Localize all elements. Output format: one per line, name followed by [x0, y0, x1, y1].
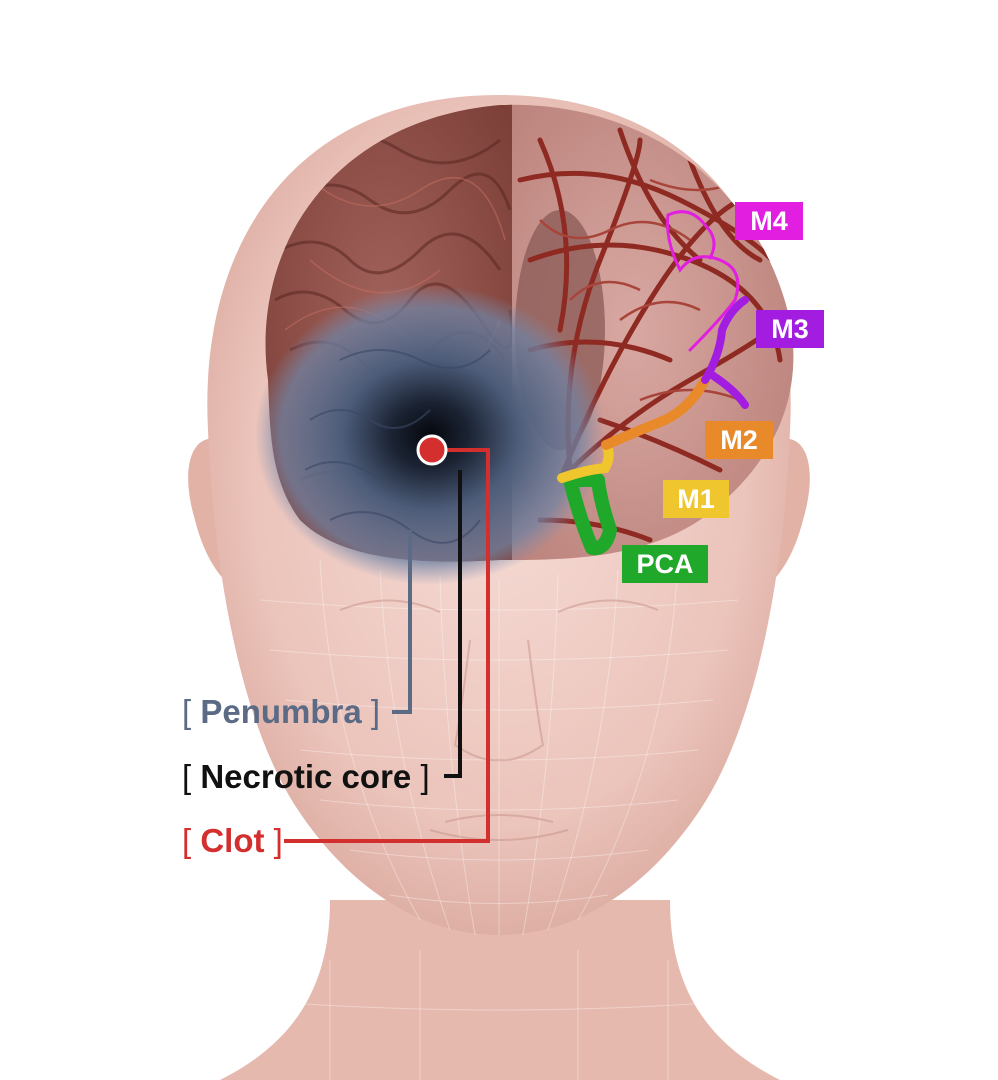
- bracket-close: ]: [370, 693, 381, 730]
- clot-text: Clot: [200, 822, 265, 859]
- m4-vessel: [666, 210, 740, 352]
- bracket-open: [: [182, 758, 192, 795]
- clot-leader: [284, 448, 490, 843]
- necrotic-legend: [ Necrotic core ]: [182, 757, 430, 797]
- necrotic-leader: [444, 470, 462, 778]
- m4-label: M4: [735, 202, 803, 240]
- m1-vessel: [557, 440, 614, 483]
- bracket-close: ]: [273, 822, 283, 859]
- clot-legend: [ Clot ]: [182, 821, 283, 861]
- pca-vessel: [563, 473, 617, 556]
- bracket-open: [: [182, 822, 192, 859]
- penumbra-text: Penumbra: [200, 693, 362, 730]
- clot-dot: [416, 434, 448, 466]
- penumbra-leader: [392, 530, 412, 714]
- necrotic-text: Necrotic core: [200, 758, 412, 795]
- bracket-open: [: [182, 693, 192, 730]
- m3-vessel: [701, 296, 749, 409]
- m2-label: M2: [705, 421, 773, 459]
- m3-label: M3: [756, 310, 824, 348]
- pca-label: PCA: [622, 545, 708, 583]
- neck-shape: [220, 900, 780, 1080]
- m1-label: M1: [663, 480, 729, 518]
- m2-vessel: [601, 375, 710, 450]
- face-grid: [249, 559, 749, 1080]
- bracket-close: ]: [420, 758, 430, 795]
- penumbra-legend: [ Penumbra ]: [182, 692, 380, 732]
